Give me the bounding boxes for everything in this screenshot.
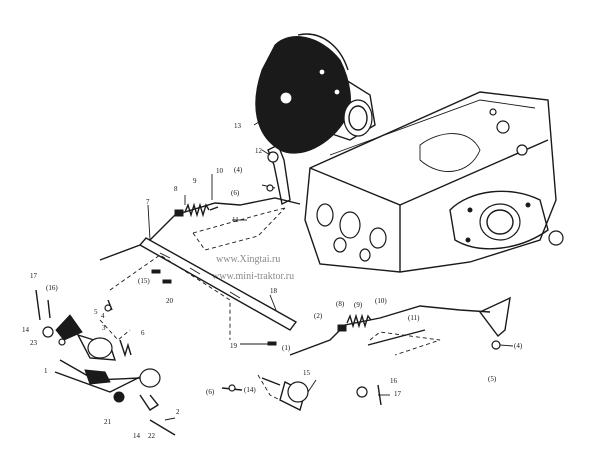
callout-p2: (2) [314, 312, 323, 320]
callout-3: 3 [102, 324, 106, 332]
callout-p4-upper: (4) [234, 166, 243, 174]
callout-p15: (15) [138, 277, 150, 285]
upper-lever-assembly [149, 144, 301, 251]
callout-1: 1 [44, 367, 48, 375]
callout-p17: 17 [30, 272, 38, 280]
callout-23: 23 [30, 339, 38, 347]
callout-p10: (10) [375, 297, 387, 305]
callout-11: 11 [232, 216, 239, 224]
callout-18: 18 [270, 287, 278, 295]
callout-8: 8 [174, 185, 178, 193]
callout-17: 17 [394, 390, 402, 398]
callout-20: 20 [166, 297, 174, 305]
callout-12: 12 [255, 147, 263, 155]
callout-2: 2 [176, 408, 180, 416]
callout-p11: (11) [408, 314, 420, 322]
callout-7: 7 [146, 198, 150, 206]
callout-p6-lower: (6) [206, 388, 215, 396]
callout-10: 10 [216, 167, 224, 175]
callout-p8: (8) [336, 300, 345, 308]
callout-14-left: 14 [22, 326, 30, 334]
callout-p1: (1) [282, 344, 291, 352]
callout-p5: (5) [488, 375, 497, 383]
callout-p4-right: (4) [514, 342, 523, 350]
callout-16: 16 [390, 377, 398, 385]
callout-4: 4 [101, 312, 105, 320]
callout-21: 21 [104, 418, 112, 426]
callout-labels: 13 12 10 (4) 9 8 (6) 7 11 (15) 20 18 19 … [22, 122, 523, 440]
callout-6: 6 [141, 329, 145, 337]
callout-22: 22 [148, 432, 156, 440]
watermark-line-1: www.Xingtai.ru [216, 254, 280, 265]
callout-19: 19 [230, 342, 238, 350]
callout-5: 5 [94, 308, 98, 316]
callout-13: 13 [234, 122, 242, 130]
callout-p16: (16) [46, 284, 58, 292]
callout-p9: (9) [354, 301, 363, 309]
lower-right-assembly [221, 296, 511, 412]
callout-p6-upper: (6) [231, 189, 240, 197]
leader-lines [147, 119, 514, 421]
lower-left-assembly [35, 289, 176, 436]
watermark-line-2: www.mini-traktor.ru [212, 271, 294, 282]
selector-shaft [99, 237, 298, 346]
callout-p14: (14) [244, 386, 256, 394]
callout-9: 9 [193, 177, 197, 185]
gearbox-housing [304, 91, 564, 273]
callout-15: 15 [303, 369, 311, 377]
callout-14-bottom: 14 [133, 432, 141, 440]
bell-housing [255, 33, 376, 154]
